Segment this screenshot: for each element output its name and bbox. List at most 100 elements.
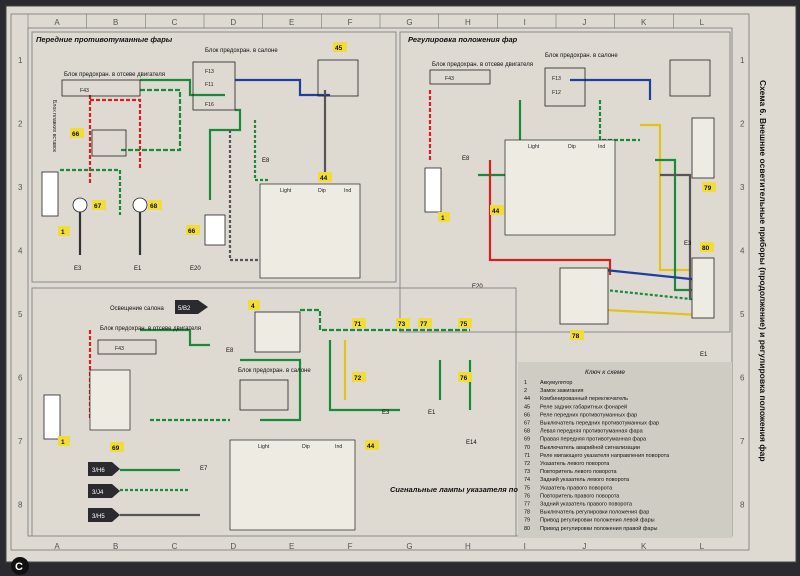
legend-item-num: 79 xyxy=(524,518,530,524)
grid-row-6-left: 6 xyxy=(18,373,23,382)
component-80: 80 xyxy=(702,245,710,252)
grid-row-8-right: 8 xyxy=(740,500,745,509)
svg-text:E1: E1 xyxy=(700,352,708,358)
svg-text:F43: F43 xyxy=(115,346,124,352)
component-67: 66 xyxy=(188,228,196,235)
legend-item-text: Задний указатель левого поворота xyxy=(540,476,630,483)
svg-text:Ind: Ind xyxy=(344,188,351,194)
svg-text:Блок предохран. в салоне: Блок предохран. в салоне xyxy=(545,53,618,59)
fuse-f43: F43 xyxy=(80,88,89,94)
svg-text:44: 44 xyxy=(492,208,500,215)
grid-col-a-bottom: A xyxy=(54,542,60,551)
ground-e7: E7 xyxy=(200,466,208,472)
component-1: 1 xyxy=(61,229,65,236)
grid-row-3-right: 3 xyxy=(740,183,745,192)
svg-text:E1: E1 xyxy=(428,410,436,416)
panel-front-fog-title: Передние противотуманные фары xyxy=(36,35,173,44)
legend-item-num: 68 xyxy=(524,429,530,435)
legend-item-num: 78 xyxy=(524,510,530,516)
grid-col-l-top: L xyxy=(700,18,705,27)
multi-switch-table-2 xyxy=(504,139,616,236)
legend-item-text: Задний указатель правого поворота xyxy=(540,501,633,508)
legend-item-text: Комбинированный переключатель xyxy=(540,395,628,402)
grid-col-l-bottom: L xyxy=(700,542,705,551)
grid-col-c-bottom: C xyxy=(172,542,178,551)
copyright-icon xyxy=(11,557,29,575)
component-77: 77 xyxy=(420,321,428,328)
grid-col-d-top: D xyxy=(230,18,236,27)
grid-row-2-left: 2 xyxy=(18,119,23,128)
component-72: 71 xyxy=(354,321,362,328)
fuse-f16: F16 xyxy=(205,102,214,108)
legend-item-text: Выключатель регулировки положения фар xyxy=(540,510,649,516)
ref-3-h6: 3/H6 xyxy=(92,468,105,474)
legend-item-num: 74 xyxy=(524,477,530,483)
fuse-box-cabin-label: Блок предохран. в салоне xyxy=(205,48,278,54)
grid-row-4-right: 4 xyxy=(740,246,745,255)
legend-item-num: 73 xyxy=(524,469,530,475)
component-70: 69 xyxy=(112,445,120,452)
legend-item-num: 67 xyxy=(524,421,530,427)
grid-row-7-right: 7 xyxy=(740,437,745,446)
svg-text:Dip: Dip xyxy=(568,144,576,150)
fuse-f11: F11 xyxy=(205,82,214,88)
grid-col-h-top: H xyxy=(465,18,471,27)
grid-col-j-bottom: J xyxy=(582,542,586,551)
grid-col-f-top: F xyxy=(348,18,353,27)
legend-item-num: 66 xyxy=(524,412,530,418)
ground-e14: E14 xyxy=(466,440,477,446)
svg-text:Ind: Ind xyxy=(335,444,342,450)
grid-col-i-bottom: I xyxy=(524,542,526,551)
battery-icon-3 xyxy=(43,394,61,440)
fusible-links-label: Блок плавких вставок xyxy=(51,100,57,153)
legend-item-text: Реле мигающего указателя направления пов… xyxy=(540,453,670,459)
grid-row-4-left: 4 xyxy=(18,246,23,255)
grid-col-g-bottom: G xyxy=(406,542,412,551)
panel-headlight-title: Регулировка положения фар xyxy=(408,35,518,44)
legend-item-text: Левая передняя противотуманная фара xyxy=(540,429,644,435)
grid-row-1-left: 1 xyxy=(18,56,23,65)
svg-text:44: 44 xyxy=(367,443,375,450)
legend-item-text: Повторитель левого поворота xyxy=(540,469,617,475)
legend-item-num: 76 xyxy=(524,493,530,499)
fog-lamp-left-icon xyxy=(72,197,88,213)
multi-switch-table-3 xyxy=(229,439,356,531)
ref-3-h5: 3/H5 xyxy=(92,514,105,520)
svg-text:Dip: Dip xyxy=(318,188,326,194)
grid-col-b-top: B xyxy=(113,18,118,27)
legend-item-text: Указатель левого поворота xyxy=(540,461,610,467)
legend-item-num: 77 xyxy=(524,502,530,508)
grid-col-j-top: J xyxy=(582,18,586,27)
component-75: 75 xyxy=(460,321,468,328)
ground-e20: E20 xyxy=(190,266,201,272)
legend-item-num: 2 xyxy=(524,388,527,394)
grid-col-b-bottom: B xyxy=(113,542,118,551)
legend-item-num: 44 xyxy=(524,396,530,402)
grid-row-8-left: 8 xyxy=(18,500,23,509)
svg-text:Блок предохран. в салоне: Блок предохран. в салоне xyxy=(238,368,311,374)
legend-item-text: Повторитель правого поворота xyxy=(540,493,620,499)
component-44-a: 44 xyxy=(320,175,328,182)
grid-col-f-bottom: F xyxy=(348,542,353,551)
component-79: 79 xyxy=(704,185,712,192)
component-4: 4 xyxy=(251,303,255,310)
svg-text:Блок предохран. в отсеве двига: Блок предохран. в отсеве двигателя xyxy=(432,62,533,68)
interior-light-label: Освещение салона xyxy=(110,306,165,312)
ground-e8: E8 xyxy=(262,158,270,164)
grid-col-k-top: K xyxy=(641,18,647,27)
svg-text:E8: E8 xyxy=(226,348,234,354)
legend-item-text: Указатель правого поворота xyxy=(540,485,613,491)
svg-text:F12: F12 xyxy=(552,90,561,96)
ground-e3: E3 xyxy=(74,266,82,272)
ref-5-b2: 5/B2 xyxy=(178,306,191,312)
svg-text:E3: E3 xyxy=(684,241,692,247)
svg-text:1: 1 xyxy=(61,439,65,446)
grid-row-2-right: 2 xyxy=(740,119,745,128)
legend-item-text: Выключатель аварийной сигнализации xyxy=(540,444,640,451)
component-68: 67 xyxy=(94,203,102,210)
grid-col-e-top: E xyxy=(289,18,294,27)
grid-col-k-bottom: K xyxy=(641,542,647,551)
grid-row-7-left: 7 xyxy=(18,437,23,446)
